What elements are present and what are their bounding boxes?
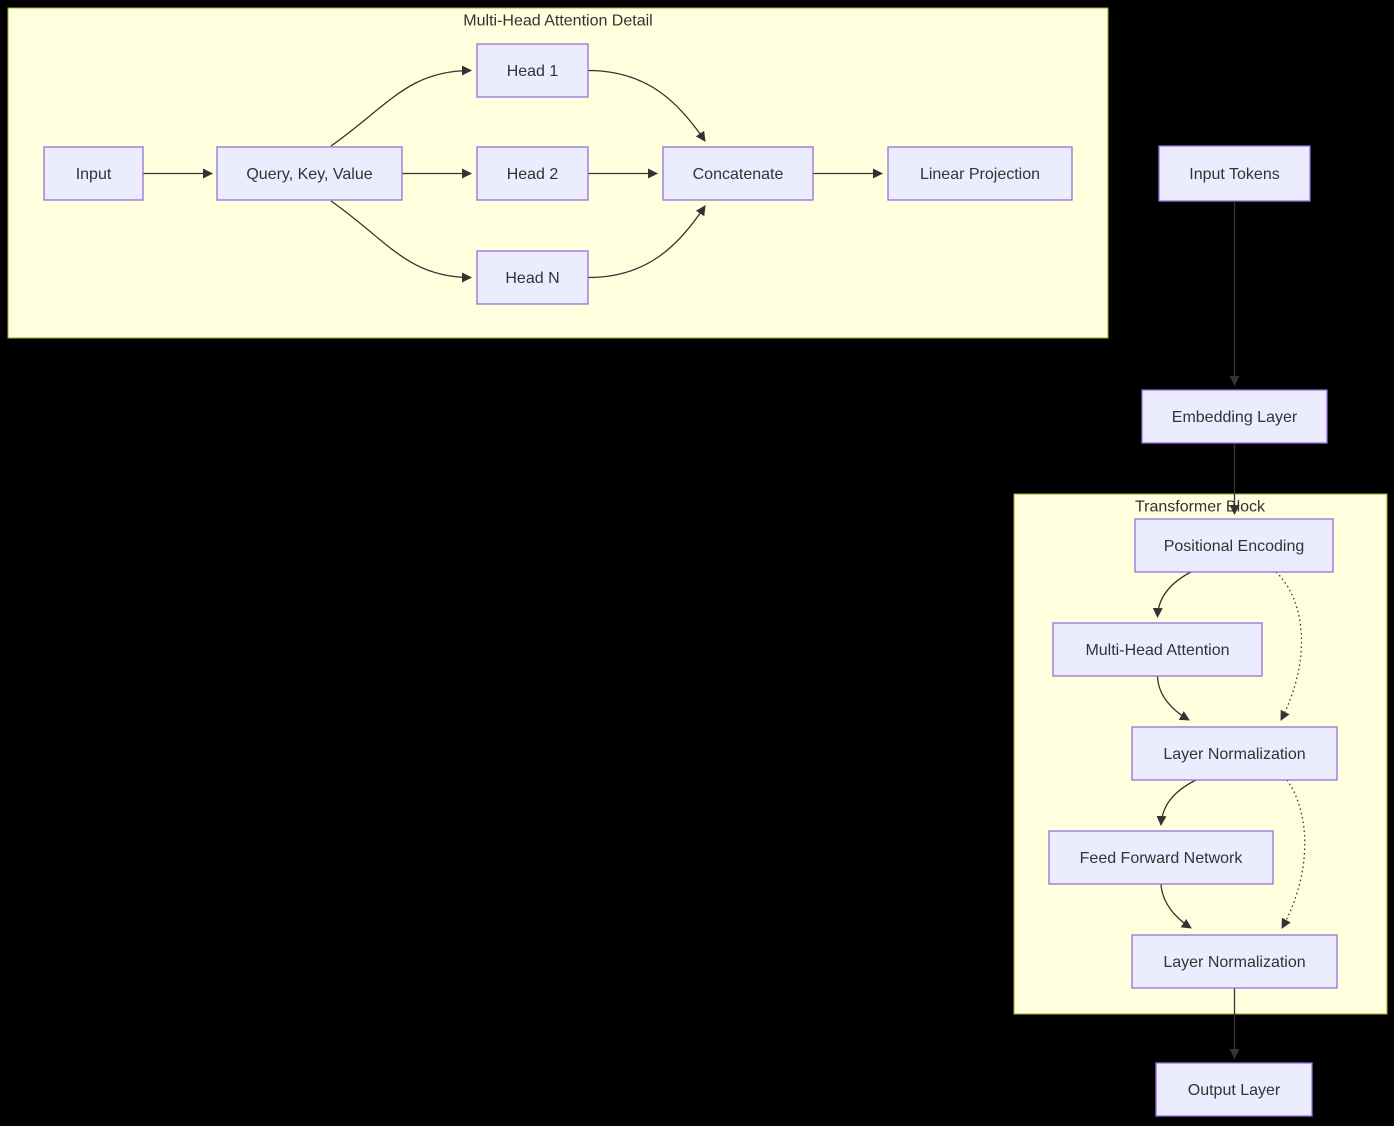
- edge-mha-to-ln1: [1156, 675, 1190, 721]
- node-concatenate-rect: [662, 146, 814, 201]
- node-positional-encoding-label: Positional Encoding: [1164, 538, 1305, 555]
- node-layer-normalization-1: Layer Normalization: [1131, 726, 1338, 781]
- node-head1: Head 1: [476, 43, 589, 98]
- node-output-layer-label: Output Layer: [1188, 1082, 1281, 1099]
- node-input: Input: [43, 146, 144, 201]
- node-qkv-rect: [216, 146, 403, 201]
- node-head1-rect: [476, 43, 589, 98]
- node-feed-forward-network-rect: [1048, 830, 1274, 885]
- edge-pos-enc-to-ln1-residual: [1275, 571, 1303, 721]
- node-head2-label: Head 2: [507, 166, 559, 183]
- edge-qkv-to-headn: [330, 200, 472, 283]
- node-output-layer-rect: [1155, 1062, 1313, 1117]
- edge-ffn-to-ln2: [1160, 883, 1192, 929]
- node-concatenate: Concatenate: [662, 146, 814, 201]
- edge-pos-enc-to-mha: [1152, 571, 1192, 618]
- node-linear-projection-label: Linear Projection: [920, 166, 1040, 183]
- edge-head1-to-concat: [587, 69, 706, 142]
- node-headn: Head N: [476, 250, 589, 305]
- node-positional-encoding-rect: [1134, 518, 1334, 573]
- node-output-layer: Output Layer: [1155, 1062, 1313, 1117]
- node-input-label: Input: [76, 166, 112, 183]
- node-embedding-layer-label: Embedding Layer: [1172, 409, 1298, 426]
- node-head2: Head 2: [476, 146, 589, 201]
- subgraph-mha-detail-title: Multi-Head Attention Detail: [463, 13, 652, 30]
- node-feed-forward-network: Feed Forward Network: [1048, 830, 1274, 885]
- node-input-tokens-rect: [1158, 145, 1311, 202]
- edges-layer: [143, 65, 1306, 1059]
- node-embedding-layer-rect: [1141, 389, 1328, 444]
- node-multi-head-attention-label: Multi-Head Attention: [1085, 642, 1229, 659]
- node-input-tokens-label: Input Tokens: [1189, 166, 1279, 183]
- node-layer-normalization-2-rect: [1131, 934, 1338, 989]
- node-concatenate-label: Concatenate: [693, 166, 784, 183]
- node-multi-head-attention: Multi-Head Attention: [1052, 622, 1263, 677]
- node-embedding-layer: Embedding Layer: [1141, 389, 1328, 444]
- edge-headn-to-concat: [587, 205, 706, 279]
- node-feed-forward-network-label: Feed Forward Network: [1080, 850, 1244, 867]
- subgraph-transformer-block-title: Transformer Block: [1135, 499, 1266, 516]
- node-head1-label: Head 1: [507, 63, 559, 80]
- edge-qkv-to-head1: [330, 65, 472, 147]
- node-headn-rect: [476, 250, 589, 305]
- node-layer-normalization-1-rect: [1131, 726, 1338, 781]
- node-qkv-label: Query, Key, Value: [246, 166, 372, 183]
- node-qkv: Query, Key, Value: [216, 146, 403, 201]
- node-head2-rect: [476, 146, 589, 201]
- node-layer-normalization-2-label: Layer Normalization: [1163, 954, 1305, 971]
- node-layer-normalization-2: Layer Normalization: [1131, 934, 1338, 989]
- node-layer-normalization-1-label: Layer Normalization: [1163, 746, 1305, 763]
- node-headn-label: Head N: [505, 270, 559, 287]
- node-multi-head-attention-rect: [1052, 622, 1263, 677]
- node-input-rect: [43, 146, 144, 201]
- node-linear-projection: Linear Projection: [887, 146, 1073, 201]
- node-input-tokens: Input Tokens: [1158, 145, 1311, 202]
- edge-ln1-to-ln2-residual: [1281, 779, 1306, 929]
- node-linear-projection-rect: [887, 146, 1073, 201]
- edge-ln1-to-ffn: [1156, 779, 1197, 826]
- node-positional-encoding: Positional Encoding: [1134, 518, 1334, 573]
